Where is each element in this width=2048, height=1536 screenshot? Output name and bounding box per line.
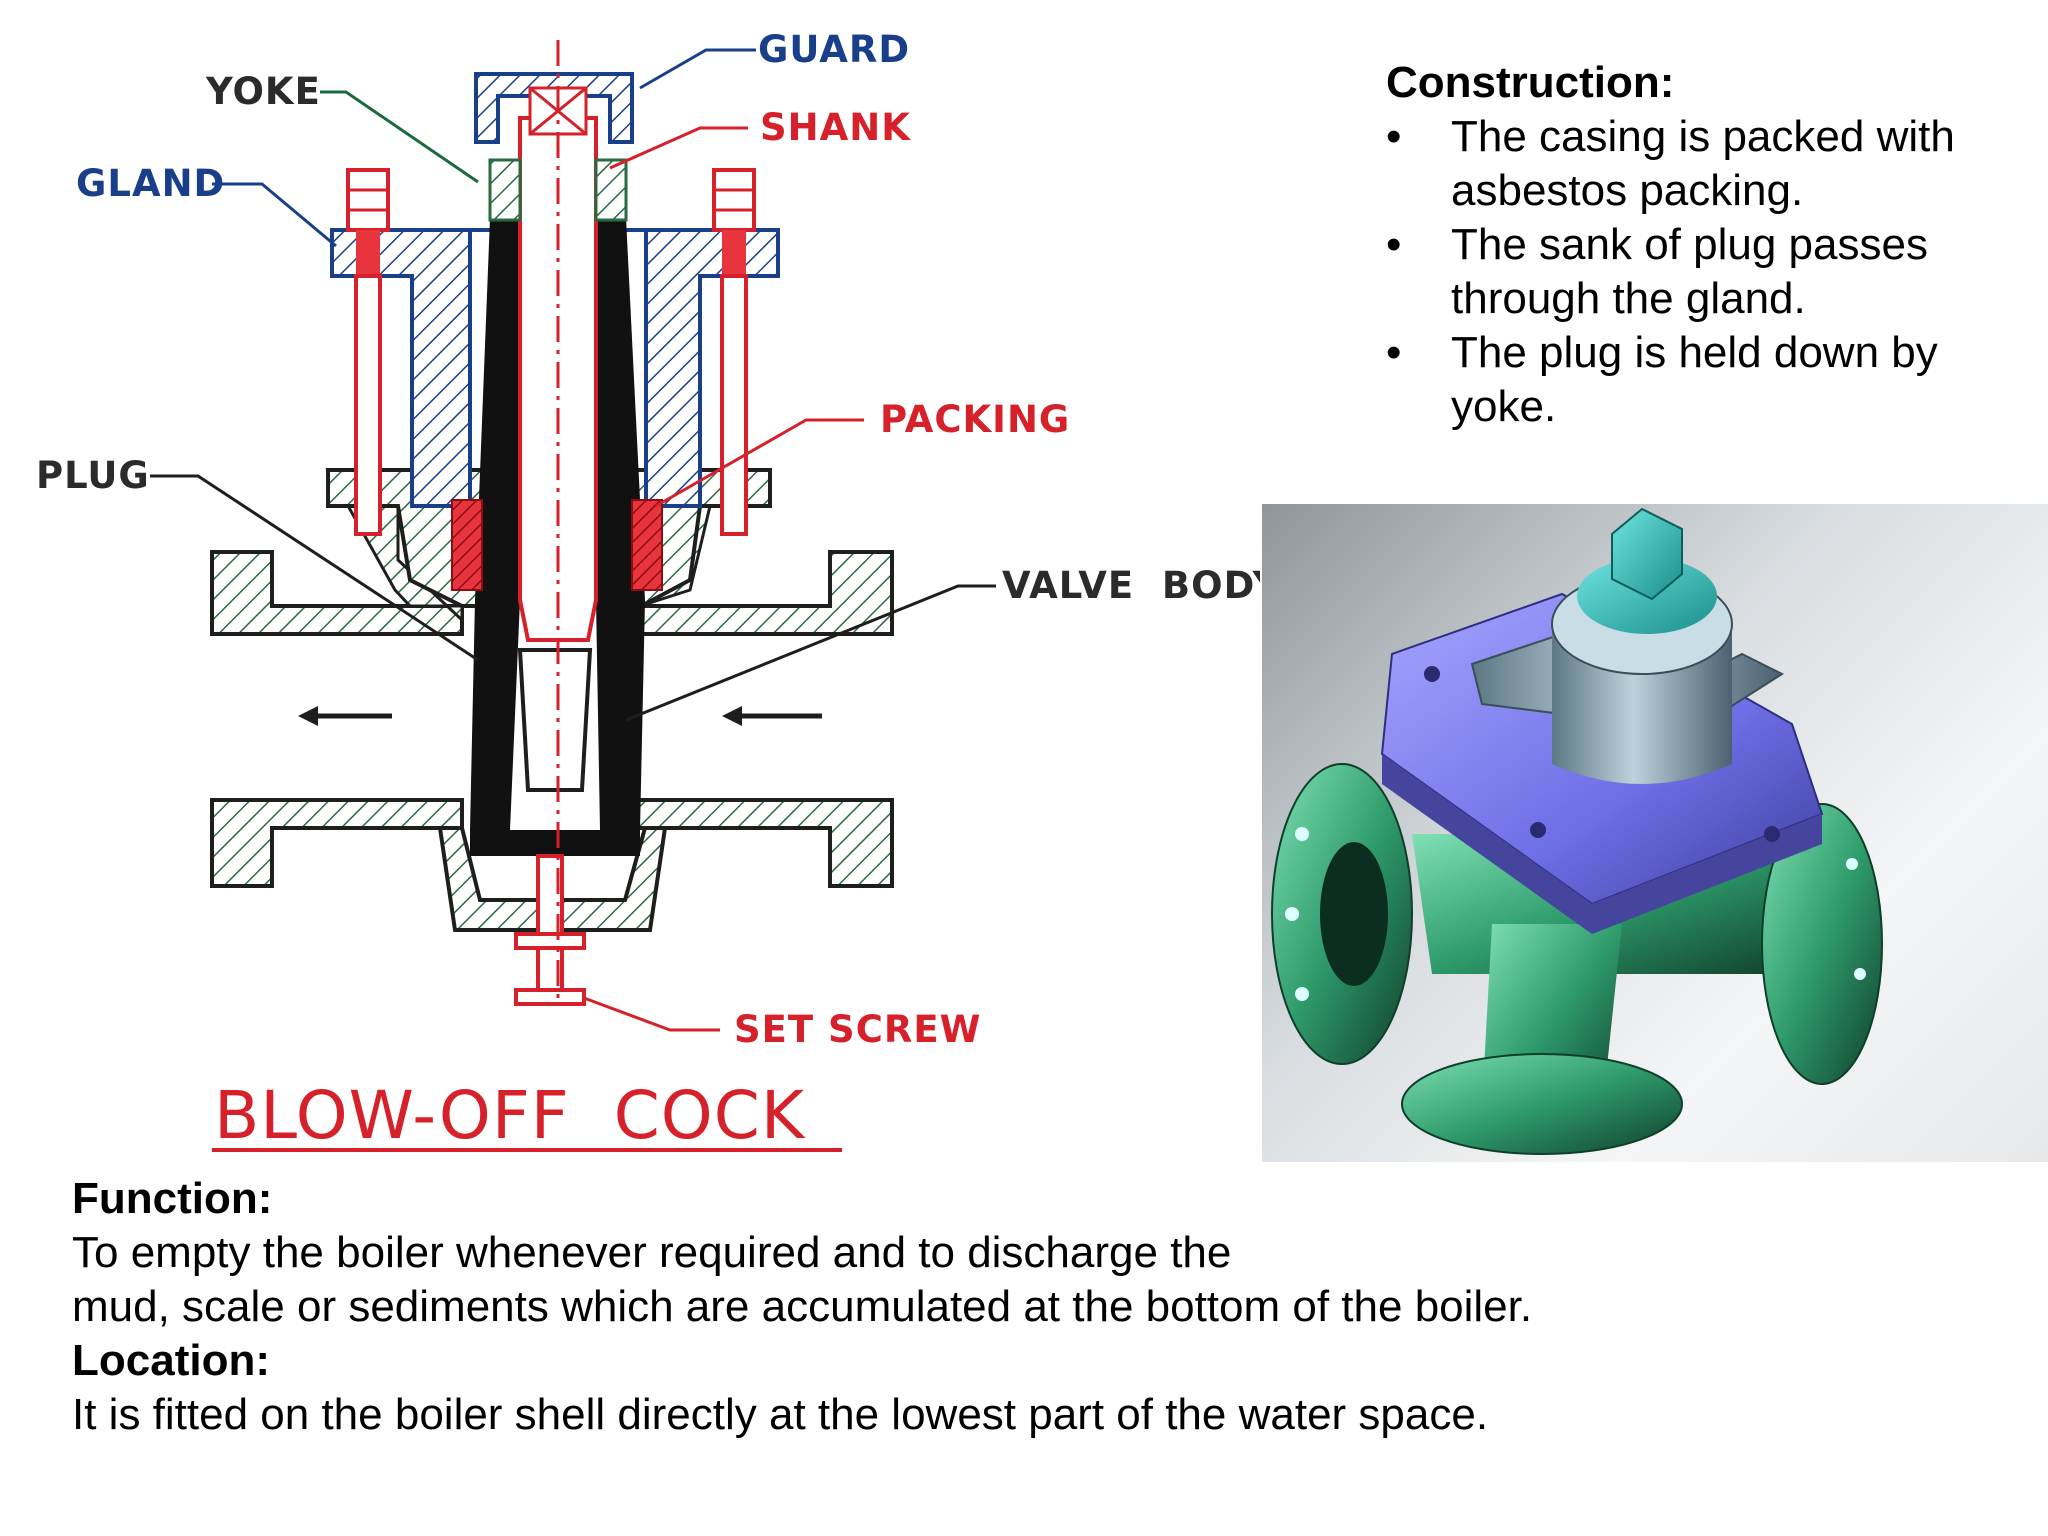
construction-item: • The sank of plug passes through the gl… [1386, 218, 2026, 326]
plate-bolt-hole [1764, 826, 1780, 842]
flange-bolt-hole [1295, 827, 1309, 841]
label-guard: GUARD [758, 28, 910, 71]
label-yoke: YOKE [205, 70, 321, 113]
left-stud [346, 168, 390, 536]
sectional-drawing: GUARD YOKE SHANK GLAND PACKING PLUG VALV… [36, 28, 1260, 1154]
construction-item: • The casing is packed with asbestos pac… [1386, 110, 2026, 218]
shank-leader [609, 126, 748, 170]
construction-item-text: The casing is packed with asbestos packi… [1451, 112, 1955, 215]
label-set-screw: SET SCREW [734, 1008, 981, 1051]
construction-section: Construction: • The casing is packed wit… [1386, 56, 2026, 434]
label-shank: SHANK [760, 106, 911, 149]
left-bore [1320, 842, 1388, 986]
construction-item: • The plug is held down by yoke. [1386, 326, 2026, 434]
label-valve-body: VALVE BODY [1002, 564, 1260, 607]
square-head [1611, 507, 1683, 601]
gland-leader [212, 182, 337, 248]
location-line: It is fitted on the boiler shell directl… [72, 1390, 1489, 1439]
valve-3d-render [1262, 504, 2048, 1162]
label-packing: PACKING [880, 398, 1070, 441]
render-illustration [1271, 507, 1883, 1155]
bottom-flange [1401, 1053, 1683, 1155]
flange-bolt-hole [1295, 987, 1309, 1001]
bullet: • [1386, 328, 1402, 377]
diagram-title: BLOW-OFF COCK [214, 1077, 806, 1154]
flow-arrow-right [722, 706, 822, 726]
function-line: To empty the boiler whenever required an… [72, 1228, 1232, 1277]
bullet: • [1386, 112, 1402, 161]
guard-leader [639, 48, 756, 90]
flange-bolt-hole [1285, 907, 1299, 921]
plug-leader [150, 474, 479, 662]
guard [474, 72, 634, 144]
function-line: mud, scale or sediments which are accumu… [72, 1282, 1533, 1331]
construction-item-text: The plug is held down by yoke. [1451, 328, 1938, 431]
flow-arrow-left [298, 706, 392, 726]
construction-item-text: The sank of plug passes through the glan… [1451, 220, 1928, 323]
packing [451, 499, 663, 591]
yoke-leader [320, 90, 479, 184]
gland [330, 228, 780, 508]
right-stud [712, 168, 756, 536]
flange-bolt-hole [1846, 858, 1858, 870]
description-section: Function: To empty the boiler whenever r… [72, 1172, 1972, 1442]
plate-bolt-hole [1424, 666, 1440, 682]
function-heading: Function: [72, 1174, 273, 1223]
set-screw-leader [583, 996, 720, 1032]
bullet: • [1386, 220, 1402, 269]
location-heading: Location: [72, 1336, 270, 1385]
base-plate-edge [1382, 754, 1822, 934]
flange-bolt-hole [1854, 968, 1866, 980]
plug [470, 218, 645, 856]
valve-body-leader [625, 584, 996, 722]
packing-leader [655, 418, 864, 508]
construction-list: • The casing is packed with asbestos pac… [1386, 110, 2026, 434]
blow-off-cock-diagram: GUARD YOKE SHANK GLAND PACKING PLUG VALV… [0, 0, 1260, 1160]
label-plug: PLUG [36, 454, 150, 497]
construction-heading: Construction: [1386, 58, 1675, 107]
right-flange [1761, 803, 1883, 1085]
plate-bolt-hole [1530, 822, 1546, 838]
label-gland: GLAND [76, 162, 225, 205]
